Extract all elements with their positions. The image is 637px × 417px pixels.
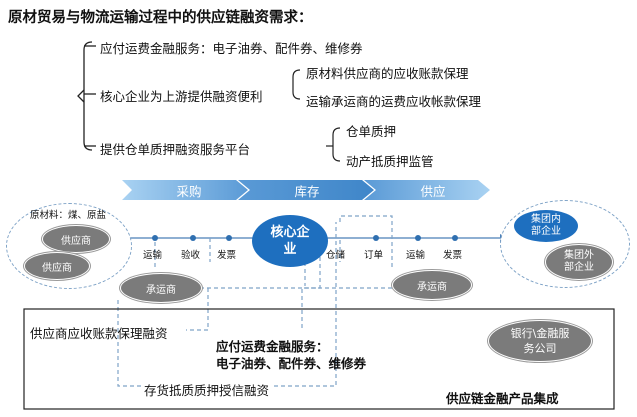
tree-main-notch [77,89,85,103]
stage-supply: 供应 [420,183,446,199]
tree-item-core-financing: 核心企业为上游提供融资便利 [100,89,263,104]
step-invoice-out: 发票 [443,250,463,261]
bank-finance-node: 银行\金融服 务公司 [488,320,592,362]
tree-sub-supplier-factoring: 原材料供应商的应收账款保理 [306,66,469,81]
supplier-node-2: 供应商 [24,252,90,280]
stage-bar-1 [122,180,248,200]
product-freight-detail: 电子油券、配件券、维修券 [216,356,367,371]
group-external-label-2: 部企业 [564,262,594,273]
carrier-node-right: 承运商 [392,270,472,300]
tree-item-warehouse-pledge: 提供仓单质押融资服务平台 [100,142,251,157]
carrier-node-left: 承运商 [120,273,202,303]
product-freight-title: 应付运费金融服务： [216,339,329,354]
supplier-node-1: 供应商 [42,225,110,253]
step-acceptance: 验收 [181,250,201,261]
raw-material-label: 原材料：煤、原盐 [30,210,107,221]
tree-sub-carrier-factoring: 运输承运商的运费应收帐款保理 [306,94,482,109]
step-transport-out: 运输 [406,250,426,261]
bank-finance-label-2: 务公司 [523,342,557,355]
product-receivable-factoring: 供应商应收账款保理融资 [30,326,168,341]
step-order: 订单 [364,250,384,261]
stage-procurement: 采购 [176,183,202,199]
group-internal-node: 集团内 部企业 [514,210,578,242]
tree-sub-movable-pledge: 动产抵质押监管 [346,154,434,169]
core-enterprise-label-2: 业 [283,242,297,257]
step-warehousing: 仓储 [326,250,346,261]
tree-sub-bracket-2 [332,127,341,162]
group-external-node: 集团外 部企业 [545,244,613,280]
stage-bar-2 [238,180,374,200]
step-transport: 运输 [143,250,163,261]
stage-bar-3 [364,180,490,200]
core-enterprise: 核心企 业 [252,215,328,267]
core-enterprise-label-1: 核心企 [270,225,310,240]
stage-inventory: 库存 [294,183,320,199]
tree-item-freight-finance: 应付运费金融服务：电子油券、配件券、维修券 [100,41,363,56]
group-internal-label-2: 部企业 [531,226,561,237]
group-external-label-1: 集团外 [564,250,594,261]
page-title: 原材贸易与物流运输过程中的供应链融资需求： [8,10,313,26]
step-invoice: 发票 [217,250,237,261]
product-inventory-pledge: 存货抵质质押授信融资 [144,383,270,398]
stage-labels: 采购 库存 供应 [122,180,490,200]
group-internal-label-1: 集团内 [531,214,561,225]
tree-main-bracket [83,41,93,151]
bank-finance-label-1: 银行\金融服 [510,327,570,340]
tree-sub-bracket-1 [292,69,301,100]
product-box-footer: 供应链金融产品集成 [446,391,559,406]
product-box [23,308,615,410]
tree-sub-receipt-pledge: 仓单质押 [346,124,397,139]
